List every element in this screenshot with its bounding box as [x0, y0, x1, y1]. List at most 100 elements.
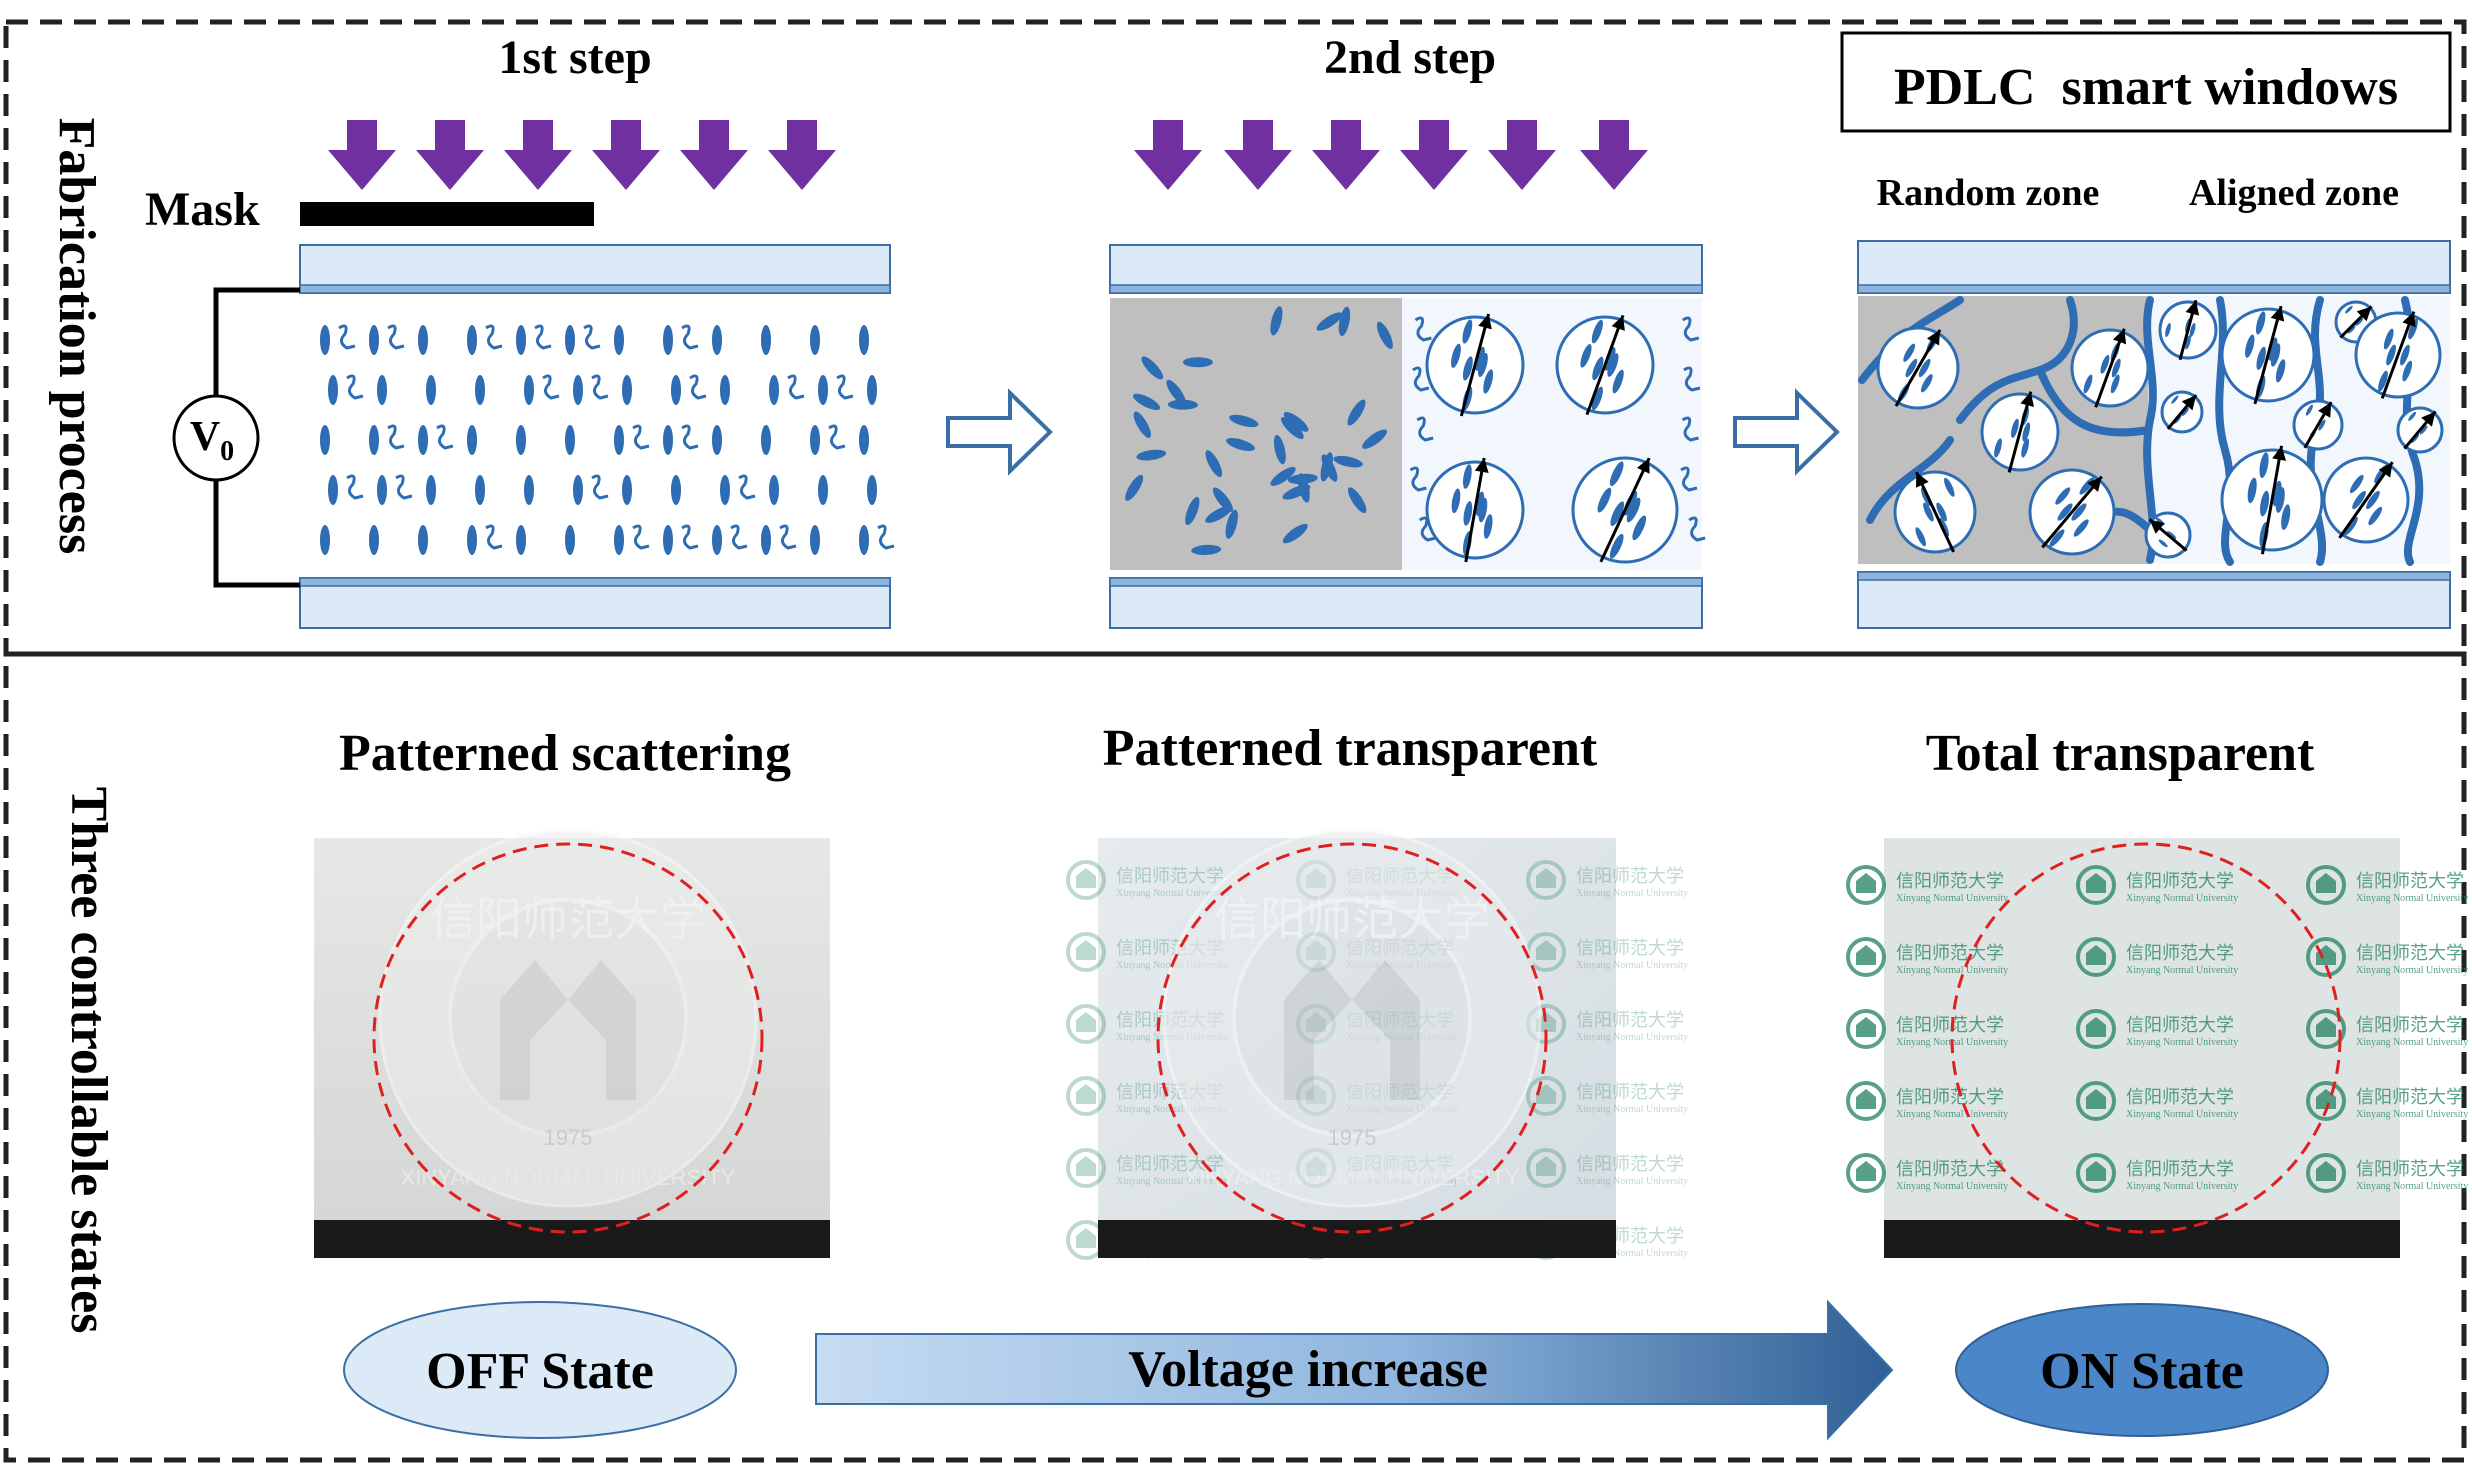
lc-droplet	[2322, 456, 2410, 544]
lc-molecule	[524, 375, 534, 405]
step1-title: 1st step	[498, 31, 651, 84]
lc-molecule	[426, 475, 436, 505]
lc-molecule	[859, 525, 869, 555]
svg-text:Xinyang Normal University: Xinyang Normal University	[1576, 1176, 1688, 1187]
state3-title: Total transparent	[1926, 725, 2315, 782]
lc-droplet	[2354, 311, 2442, 399]
lc-molecule	[1125, 474, 1144, 501]
electrode-bottom-result	[1857, 571, 2451, 581]
svg-text:信阳师范大学: 信阳师范大学	[2356, 943, 2464, 964]
lc-molecule	[663, 525, 673, 555]
lc-molecule	[761, 525, 771, 555]
lc-molecule	[565, 425, 575, 455]
svg-text:Xinyang Normal University: Xinyang Normal University	[1896, 965, 2008, 976]
uv-light-arrow	[1400, 120, 1468, 190]
lc-droplets-step2	[1425, 313, 1679, 564]
voltage-source	[172, 394, 260, 482]
lc-droplet	[1876, 326, 1960, 410]
glass-bottom-result	[1857, 571, 2451, 629]
lc-droplet	[1555, 314, 1655, 416]
svg-text:信阳师范大学: 信阳师范大学	[1896, 943, 2004, 964]
monomer	[387, 424, 405, 450]
uv-light-arrow	[1134, 120, 1202, 190]
uv-arrows-step1	[328, 120, 836, 190]
monomer	[346, 374, 364, 400]
svg-text:Xinyang Normal University: Xinyang Normal University	[1896, 1181, 2008, 1192]
uv-light-arrow	[592, 120, 660, 190]
monomer	[485, 324, 503, 350]
svg-text:信阳师范大学: 信阳师范大学	[2126, 943, 2234, 964]
on-state-label: ON State	[2040, 1343, 2244, 1400]
lc-molecule	[810, 425, 820, 455]
lc-molecule	[1320, 452, 1333, 482]
electrode-top-result	[1857, 284, 2451, 294]
process-arrow-2	[1733, 388, 1840, 476]
svg-text:Xinyang Normal University: Xinyang Normal University	[2356, 1181, 2468, 1192]
monomer	[1412, 366, 1430, 392]
svg-text:信阳师范大学: 信阳师范大学	[1576, 1082, 1684, 1103]
svg-text:信阳师范大学: 信阳师范大学	[2126, 1087, 2234, 1108]
monomer	[485, 524, 503, 550]
lc-molecule	[467, 525, 477, 555]
lc-molecule	[859, 325, 869, 355]
voltage-source-label: V0	[190, 414, 234, 467]
lc-molecule	[524, 475, 534, 505]
monomer	[730, 524, 748, 550]
lc-droplets-result	[1876, 299, 2444, 559]
svg-text:Xinyang Normal University: Xinyang Normal University	[1896, 893, 2008, 904]
monomer	[583, 324, 601, 350]
random-region-step2	[1110, 298, 1402, 570]
lc-molecule	[573, 475, 583, 505]
svg-text:1975: 1975	[1328, 1125, 1377, 1150]
svg-text:Xinyang Normal University: Xinyang Normal University	[2356, 893, 2468, 904]
lc-droplet	[2220, 305, 2316, 405]
lc-droplet	[1425, 457, 1525, 563]
lc-molecule	[867, 375, 877, 405]
svg-text:信阳师范大学: 信阳师范大学	[2126, 1159, 2234, 1180]
svg-text:XINYANG NORMAL UNIVERSITY: XINYANG NORMAL UNIVERSITY	[1185, 1165, 1520, 1190]
lc-molecule	[1225, 509, 1238, 539]
monomer	[632, 424, 650, 450]
lc-molecule	[467, 325, 477, 355]
lc-molecule	[622, 375, 632, 405]
photo-patterned-scattering: 信阳师范大学 1975 XINYANG NORMAL UNIVERSITY	[314, 828, 830, 1258]
lc-molecule	[1333, 455, 1363, 468]
monomer	[1681, 416, 1699, 442]
svg-text:信阳师范大学: 信阳师范大学	[1576, 1154, 1684, 1175]
monomer	[436, 424, 454, 450]
university-seal: 信阳师范大学 1975 XINYANG NORMAL UNIVERSITY	[1162, 828, 1542, 1208]
pattern-outline-circle	[1950, 842, 2342, 1234]
lc-molecule	[1136, 449, 1167, 461]
svg-text:Xinyang Normal University: Xinyang Normal University	[1576, 1104, 1688, 1115]
svg-text:信阳师范大学: 信阳师范大学	[2356, 1087, 2464, 1108]
lc-molecule	[516, 525, 526, 555]
lc-molecule	[1212, 487, 1233, 512]
lc-molecule	[1338, 306, 1351, 337]
lc-molecule	[712, 425, 722, 455]
svg-text:信阳师范大学: 信阳师范大学	[1896, 1159, 2004, 1180]
lc-droplet	[2396, 406, 2444, 454]
monomer	[779, 524, 797, 550]
fabrication-section-label: Fabrication process	[48, 118, 105, 555]
monomer	[681, 324, 699, 350]
monomer	[395, 474, 413, 500]
lc-molecule	[663, 325, 673, 355]
lc-molecule	[614, 325, 624, 355]
lc-molecule	[859, 425, 869, 455]
svg-text:Xinyang Normal University: Xinyang Normal University	[2126, 1181, 2238, 1192]
lc-droplet	[2292, 399, 2344, 451]
lc-molecule	[418, 325, 428, 355]
lc-molecule	[369, 525, 379, 555]
monomer	[836, 374, 854, 400]
lc-molecule	[810, 325, 820, 355]
uv-light-arrow	[328, 120, 396, 190]
mask-label: Mask	[145, 183, 260, 236]
